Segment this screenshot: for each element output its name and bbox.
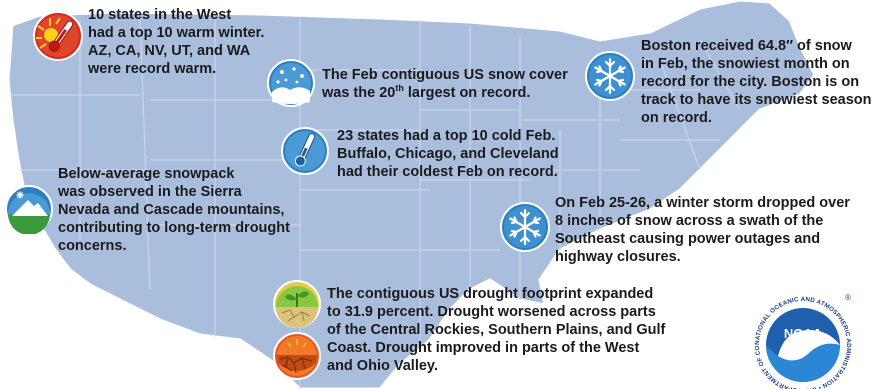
snow-cover-icon bbox=[266, 58, 316, 108]
note-line: concerns. bbox=[58, 238, 127, 254]
note-line: to 31.9 percent. Drought worsened across… bbox=[327, 304, 656, 320]
note-line: The Feb contiguous US snow cover bbox=[322, 67, 568, 83]
drought-improved-icon bbox=[272, 279, 322, 329]
note-line: On Feb 25-26, a winter storm dropped ove… bbox=[555, 195, 850, 211]
cold-feb-note: 23 states had a top 10 cold Feb. Buffalo… bbox=[337, 127, 559, 181]
note-line: highway closures. bbox=[555, 249, 681, 265]
southeast-storm-note: On Feb 25-26, a winter storm dropped ove… bbox=[555, 194, 850, 266]
note-line: was observed in the Sierra bbox=[58, 184, 242, 200]
note-line: was the 20th largest on record. bbox=[322, 84, 568, 102]
note-line: and Ohio Valley. bbox=[327, 358, 438, 374]
registered-mark: ® bbox=[845, 293, 851, 302]
note-line: record for the city. Boston is on bbox=[641, 74, 860, 90]
note-line: on record. bbox=[641, 110, 712, 126]
snowflake-icon bbox=[584, 50, 636, 102]
note-line: contributing to long-term drought bbox=[58, 220, 290, 236]
note-line: Buffalo, Chicago, and Cleveland bbox=[337, 146, 559, 162]
note-line: Nevada and Cascade mountains, bbox=[58, 202, 285, 218]
snowflake-icon bbox=[499, 201, 551, 253]
note-line-part: was the 20 bbox=[322, 85, 396, 101]
note-line: were record warm. bbox=[88, 61, 217, 77]
note-line: Coast. Drought improved in parts of the … bbox=[327, 340, 640, 356]
note-line: 10 states in the West bbox=[88, 7, 232, 23]
note-line-part: largest on record. bbox=[403, 85, 531, 101]
note-line: track to have its snowiest season bbox=[641, 92, 872, 108]
note-line: Below-average snowpack bbox=[58, 166, 235, 182]
note-line: of the Central Rockies, Southern Plains,… bbox=[327, 322, 666, 338]
snowy-mountain-icon bbox=[4, 184, 54, 234]
west-warm-note: 10 states in the West had a top 10 warm … bbox=[88, 6, 264, 78]
note-line: AZ, CA, NV, UT, and WA bbox=[88, 43, 251, 59]
note-line: Boston received 64.8″ of snow bbox=[641, 38, 852, 54]
drought-worsened-icon bbox=[272, 331, 322, 381]
ordinal-suffix: th bbox=[395, 83, 404, 94]
note-line: had their coldest Feb on record. bbox=[337, 164, 558, 180]
note-line: Southeast causing power outages and bbox=[555, 231, 821, 247]
logo-wordmark: NOAA bbox=[784, 326, 823, 341]
drought-note: The contiguous US drought footprint expa… bbox=[327, 285, 665, 375]
note-line: in Feb, the snowiest month on bbox=[641, 56, 850, 72]
note-line: had a top 10 warm winter. bbox=[88, 25, 265, 41]
note-line: The contiguous US drought footprint expa… bbox=[327, 286, 654, 302]
thermometer-cold-icon bbox=[280, 126, 330, 176]
boston-note: Boston received 64.8″ of snow in Feb, th… bbox=[641, 37, 871, 127]
noaa-logo: NATIONAL OCEANIC AND ATMOSPHERIC ADMINIS… bbox=[745, 285, 858, 389]
note-line: 23 states had a top 10 cold Feb. bbox=[337, 128, 556, 144]
snow-cover-note: The Feb contiguous US snow cover was the… bbox=[322, 66, 568, 102]
thermometer-hot-icon bbox=[32, 10, 84, 62]
note-line: 8 inches of snow across a swath of the bbox=[555, 213, 824, 229]
snowpack-note: Below-average snowpack was observed in t… bbox=[58, 165, 290, 255]
